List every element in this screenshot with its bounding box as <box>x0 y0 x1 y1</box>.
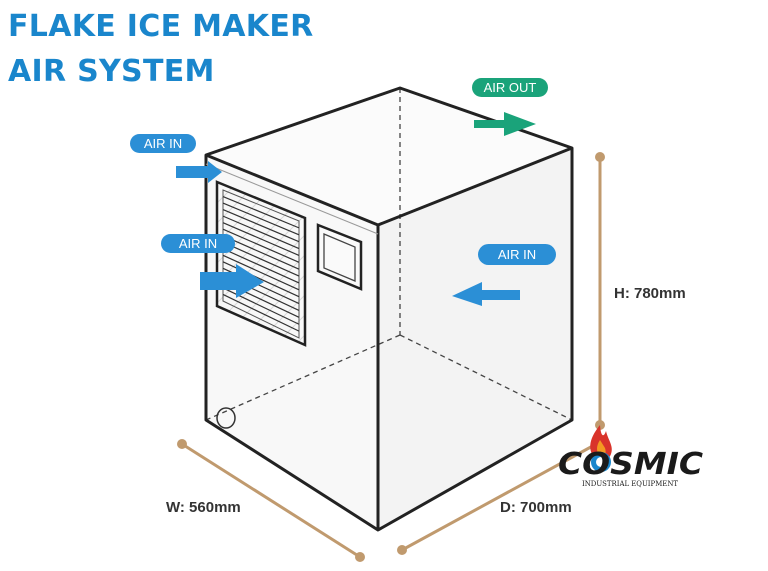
air-in-label-top: AIR IN <box>130 134 196 153</box>
logo-name: COSMIC <box>558 447 703 482</box>
width-dimension-line <box>181 442 361 559</box>
cabinet-outline <box>204 86 574 532</box>
cabinet-right-face <box>378 148 572 530</box>
air-in-label-grille: AIR IN <box>161 234 235 253</box>
air-intake-grille <box>215 180 307 347</box>
cabinet <box>204 86 574 532</box>
grille-slat <box>222 287 300 325</box>
depth-dimension-line <box>401 440 601 552</box>
air-in-label-grille-text: AIR IN <box>179 236 217 251</box>
dimension-lines <box>177 152 605 562</box>
grille-slat <box>222 195 300 229</box>
title-line-1: FLAKE ICE MAKER <box>8 9 314 44</box>
grille-slat <box>222 261 300 298</box>
height-dimension-label: H: 780mm <box>614 285 686 302</box>
grille-slat <box>222 202 300 236</box>
grille-slat <box>222 235 300 270</box>
title-line-2: AIR SYSTEM <box>8 54 215 89</box>
air-in-label-side: AIR IN <box>478 244 556 265</box>
air-in-arrow-side <box>452 282 520 306</box>
top-front-inner-edge <box>205 163 379 235</box>
depth-dimension-end-left <box>397 545 407 555</box>
grille-slat <box>222 241 300 277</box>
grille-slat <box>222 248 300 284</box>
control-panel-window <box>316 223 363 291</box>
flame-icon <box>590 425 612 472</box>
width-dimension-end-left <box>177 439 187 449</box>
air-out-label-text: AIR OUT <box>484 80 537 95</box>
height-dimension-end-top <box>595 152 605 162</box>
air-in-arrow-top <box>176 161 222 183</box>
grille-slat <box>222 254 300 291</box>
air-in-label-side-text: AIR IN <box>498 247 536 262</box>
depth-dimension-label: D: 700mm <box>500 499 572 516</box>
hidden-edges <box>205 88 573 421</box>
cosmic-logo: COSMIC INDUSTRIAL EQUIPMENT <box>558 425 703 488</box>
grille-slat <box>222 222 300 256</box>
air-in-label-top-text: AIR IN <box>144 136 182 151</box>
drain-hole <box>216 407 236 429</box>
grille-slat <box>222 215 300 250</box>
width-dimension-end-right <box>355 552 365 562</box>
grille-slat <box>222 228 300 263</box>
grille-slat <box>222 293 300 332</box>
logo-subtitle: INDUSTRIAL EQUIPMENT <box>582 480 678 488</box>
width-dimension-label: W: 560mm <box>166 499 241 516</box>
air-out-arrow <box>474 112 536 136</box>
grille-slat <box>222 209 300 243</box>
air-in-arrow-grille <box>200 264 264 298</box>
air-out-label: AIR OUT <box>472 78 548 97</box>
